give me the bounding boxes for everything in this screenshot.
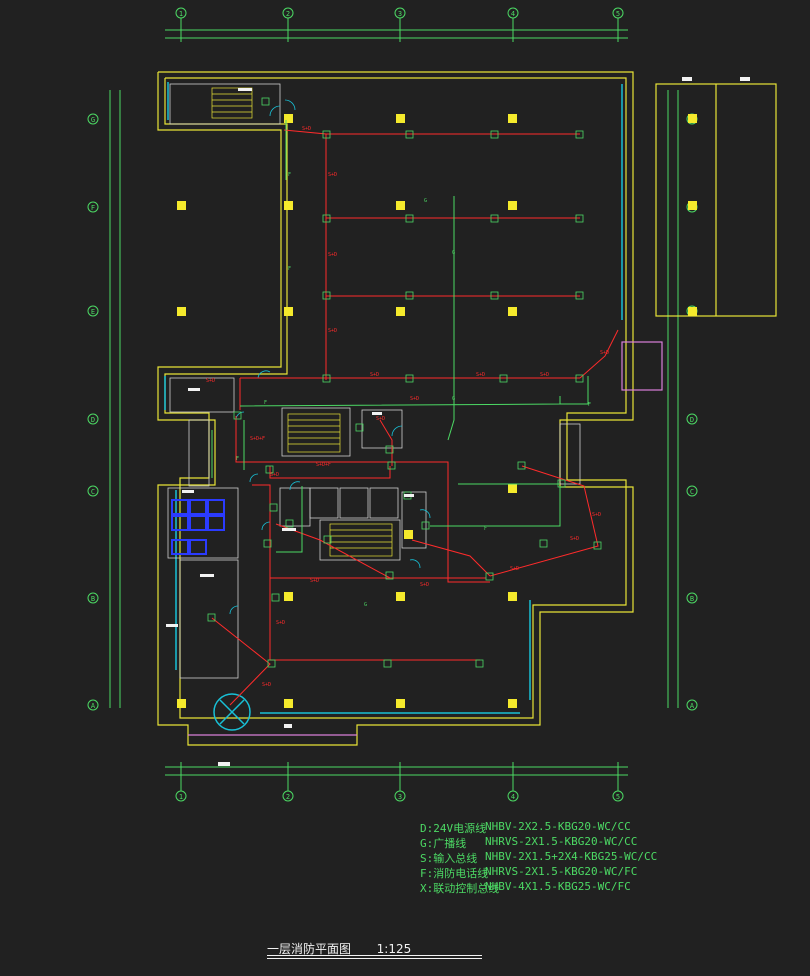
title-underline [267,958,482,959]
wire-label: F [588,402,591,408]
wire-label: S+D [410,396,419,402]
col-label-5-top: 5 [616,10,620,18]
wiring-f-g [211,120,589,553]
wire-label: S+D [592,512,601,518]
wire-label: S+D [600,350,609,356]
legend-spec: NHBV-2X2.5-KBG20-WC/CC [485,820,631,833]
wire-label: S+D [370,372,379,378]
col-label-5-bottom: 5 [616,793,620,801]
wire-label: F [236,456,239,462]
col-label-1-bottom: 1 [179,793,183,801]
legend-row-x: X:联动控制总线 NHBV-4X1.5-KBG25-WC/FC [420,880,810,895]
room-tags [166,77,750,766]
wire-label: S+D+F [250,436,265,442]
legend-spec: NHRVS-2X1.5-KBG20-WC/FC [485,865,638,878]
row-axis-left [87,90,121,711]
wire-label: S+D [262,682,271,688]
wire-label: S+D [206,378,215,384]
row-axis-right [667,90,698,711]
wire-label: S+D [276,620,285,626]
wire-label: G [424,198,427,204]
col-label-3-top: 3 [398,10,402,18]
legend-spec: NHRVS-2X1.5-KBG20-WC/CC [485,835,638,848]
legend-spec: NHBV-4X1.5-KBG25-WC/FC [485,880,631,893]
col-label-4-top: 4 [511,10,515,18]
wire-label: F [288,172,291,178]
wire-label: S+D [476,372,485,378]
row-label-c-right: C [690,488,694,496]
title-underline [267,955,482,956]
revolving-door-icon [213,693,251,731]
legend-row-s: S:输入总线 NHBV-2X1.5+2X4-KBG25-WC/CC [420,850,810,865]
row-label-f-left: F [91,204,95,212]
row-label-c-left: C [91,488,95,496]
building-walls [157,71,777,746]
staircase-central [287,413,393,557]
wire-label: S+D [328,172,337,178]
wire-label: F [288,266,291,272]
wiring-legend: D:24V电源线 NHBV-2X2.5-KBG20-WC/CC G:广播线 NH… [420,820,810,895]
row-label-a-left: A [91,702,96,710]
legend-row-f: F:消防电话线 NHRVS-2X1.5-KBG20-WC/FC [420,865,810,880]
col-label-2-top: 2 [286,10,290,18]
row-label-d-left: D [91,416,95,424]
window-strips [164,82,623,714]
legend-key: X:联动控制总线 [420,882,500,895]
wire-label: G [452,250,455,256]
wire-label: S+D [302,126,311,132]
row-label-e-left: E [91,308,95,316]
row-label-g-left: G [91,116,95,124]
wire-label: S+D [270,472,279,478]
interior-rooms [167,83,581,679]
legend-key: G:广播线 [420,837,467,850]
drawing-scale: 1:125 [376,942,412,956]
wiring-s-d [211,129,619,706]
wire-label: S+D [328,328,337,334]
staircase-north [211,87,253,119]
legend-key: D:24V电源线 [420,822,487,835]
wire-label: F [264,400,267,406]
row-label-b-right: B [690,595,694,603]
legend-row-g: G:广播线 NHRVS-2X1.5-KBG20-WC/CC [420,835,810,850]
row-label-d-right: D [690,416,694,424]
toilet-fixtures [171,499,225,555]
drawing-title-block: 一层消防平面图 1:125 [267,938,482,959]
drawing-title: 一层消防平面图 [267,942,352,956]
wire-label: S+D [540,372,549,378]
wire-label: S+D [328,252,337,258]
legend-spec: NHBV-2X1.5+2X4-KBG25-WC/CC [485,850,658,863]
wire-label: G [452,396,455,402]
wire-label: G [364,602,367,608]
wire-label: F [484,526,487,532]
wire-labels: S+D S+D S+D S+D S+D S+D S+D S+D S+D S+D … [206,126,609,688]
wire-label: S+D [510,566,519,572]
legend-key: F:消防电话线 [420,867,489,880]
row-label-a-right: A [690,702,695,710]
col-label-3-bottom: 3 [398,793,402,801]
alarm-devices [177,114,697,708]
legend-row-d: D:24V电源线 NHBV-2X2.5-KBG20-WC/CC [420,820,810,835]
row-label-b-left: B [91,595,95,603]
wire-label: S+D [376,416,385,422]
col-label-1-top: 1 [179,10,183,18]
wire-label: S+D [310,578,319,584]
module-boxes [207,97,602,668]
legend-key: S:输入总线 [420,852,478,865]
column-axis-top [165,7,628,42]
wire-label: S+D [420,582,429,588]
column-axis-bottom [165,762,628,802]
wire-labels-green: G G G G F F F F F F [236,172,591,608]
wire-label: S+D [570,536,579,542]
col-label-2-bottom: 2 [286,793,290,801]
col-label-4-bottom: 4 [511,793,515,801]
wire-label: S+D+F [316,462,331,468]
